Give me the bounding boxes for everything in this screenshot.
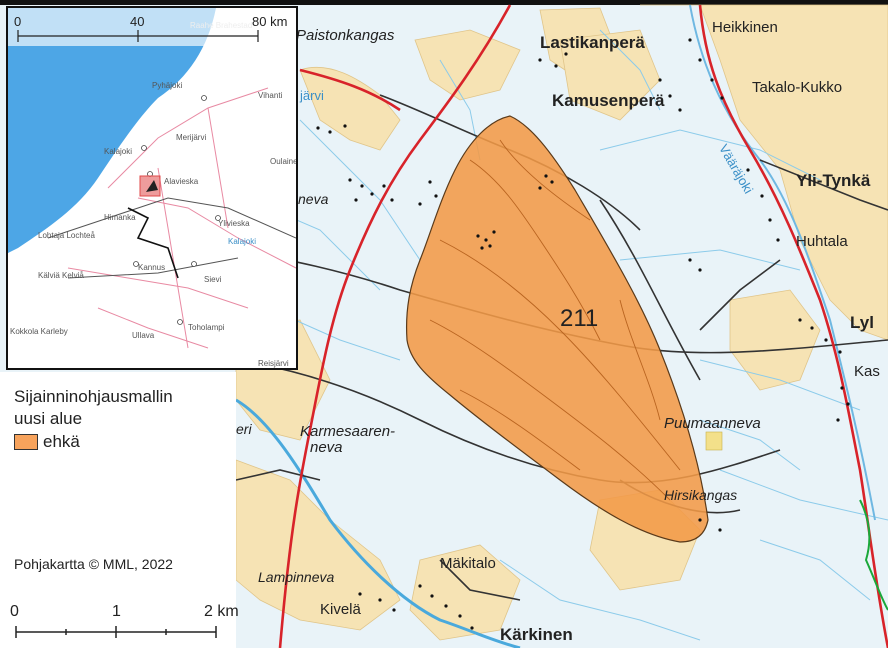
label-eri: eri	[236, 421, 252, 437]
scalebar: 0 1 2 km	[10, 603, 239, 638]
legend-title-line1: Sijainninohjausmallin	[14, 387, 173, 406]
label-neva-left: neva	[298, 191, 329, 207]
inset-label-kalajoki-river: Kalajoki	[228, 237, 256, 246]
label-area-211: 211	[560, 305, 598, 332]
inset-label-toholampi: Toholampi	[188, 323, 225, 332]
river-vaarajoki	[689, 4, 876, 521]
label-paistonkangas: Paistonkangas	[296, 27, 395, 44]
inset-sea	[8, 8, 216, 253]
label-kivela: Kivelä	[320, 601, 362, 618]
label-heikkinen: Heikkinen	[712, 19, 778, 36]
inset-label-oulainen: Oulainen	[270, 157, 296, 166]
label-kamusenpera: Kamusenperä	[552, 91, 665, 110]
small-field-patch	[705, 431, 723, 451]
river	[235, 398, 521, 648]
inset-label-ullava: Ullava	[132, 331, 155, 340]
inset-label-himanka: Himanka	[104, 213, 136, 222]
label-hirsikangas: Hirsikangas	[664, 487, 737, 503]
scalebar-label-2: 2 km	[204, 603, 239, 620]
top-border	[0, 0, 888, 5]
inset-label-reisjarvi: Reisjärvi	[258, 359, 289, 368]
buildings	[316, 38, 850, 630]
label-puumaanneva: Puumaanneva	[664, 415, 761, 432]
label-lyl: Lyl	[850, 313, 874, 332]
inset-label-kokkola: Kokkola Karleby	[10, 327, 68, 336]
streams	[249, 29, 888, 641]
label-karmesaaren: Karmesaaren-	[300, 423, 395, 440]
inset-map: 0 40 80 km	[6, 6, 298, 370]
inset-label-raahe: Raahe Brahestad	[190, 21, 252, 30]
inset-svg: 0 40 80 km	[8, 8, 296, 368]
scalebar-label-1: 1	[112, 603, 121, 620]
inset-scale-0: 0	[14, 14, 21, 29]
map-credit: Pohjakartta © MML, 2022	[14, 556, 173, 572]
label-jarvi: järvi	[299, 88, 324, 103]
label-karkinen: Kärkinen	[500, 625, 573, 644]
legend-title: Sijainninohjausmallin uusi alue	[14, 386, 173, 430]
inset-label-kannus: Kannus	[138, 263, 165, 272]
legend-swatch	[14, 434, 38, 450]
inset-label-merijarvi: Merijärvi	[176, 133, 206, 142]
label-neva: neva	[310, 439, 343, 456]
label-huhtala: Huhtala	[796, 233, 848, 250]
inset-label-kalvia: Kälviä Kelviå	[38, 271, 84, 280]
green-stream	[859, 499, 888, 611]
inset-scale-40: 40	[130, 14, 144, 29]
legend-panel	[0, 372, 236, 648]
label-kas: Kas	[854, 363, 880, 380]
inset-label-alavieska: Alavieska	[164, 177, 199, 186]
legend-item-ehka: ehkä	[14, 432, 80, 452]
label-yli-tynka: Yli-Tynkä	[796, 171, 871, 190]
scalebar-label-0: 0	[10, 603, 19, 620]
label-takalo-kukko: Takalo-Kukko	[752, 79, 842, 96]
area-211[interactable]	[406, 115, 709, 543]
label-makitalo: Mäkitalo	[440, 555, 496, 572]
inset-label-vihanti: Vihanti	[258, 91, 283, 100]
label-lastikanpera: Lastikanperä	[540, 33, 645, 52]
inset-label-lohtaja: Lohtaja Lochteå	[38, 231, 95, 240]
inset-label-kalajoki: Kalajoki	[104, 147, 132, 156]
inset-label-pyhajoki: Pyhäjoki	[152, 81, 182, 90]
inset-scale-80: 80 km	[252, 14, 287, 29]
inset-label-sievi: Sievi	[204, 275, 222, 284]
legend-title-line2: uusi alue	[14, 409, 83, 428]
legend-item-label: ehkä	[43, 432, 80, 451]
inset-label-ylivieska: Ylivieska	[218, 219, 250, 228]
label-lampinneva: Lampinneva	[258, 569, 334, 585]
